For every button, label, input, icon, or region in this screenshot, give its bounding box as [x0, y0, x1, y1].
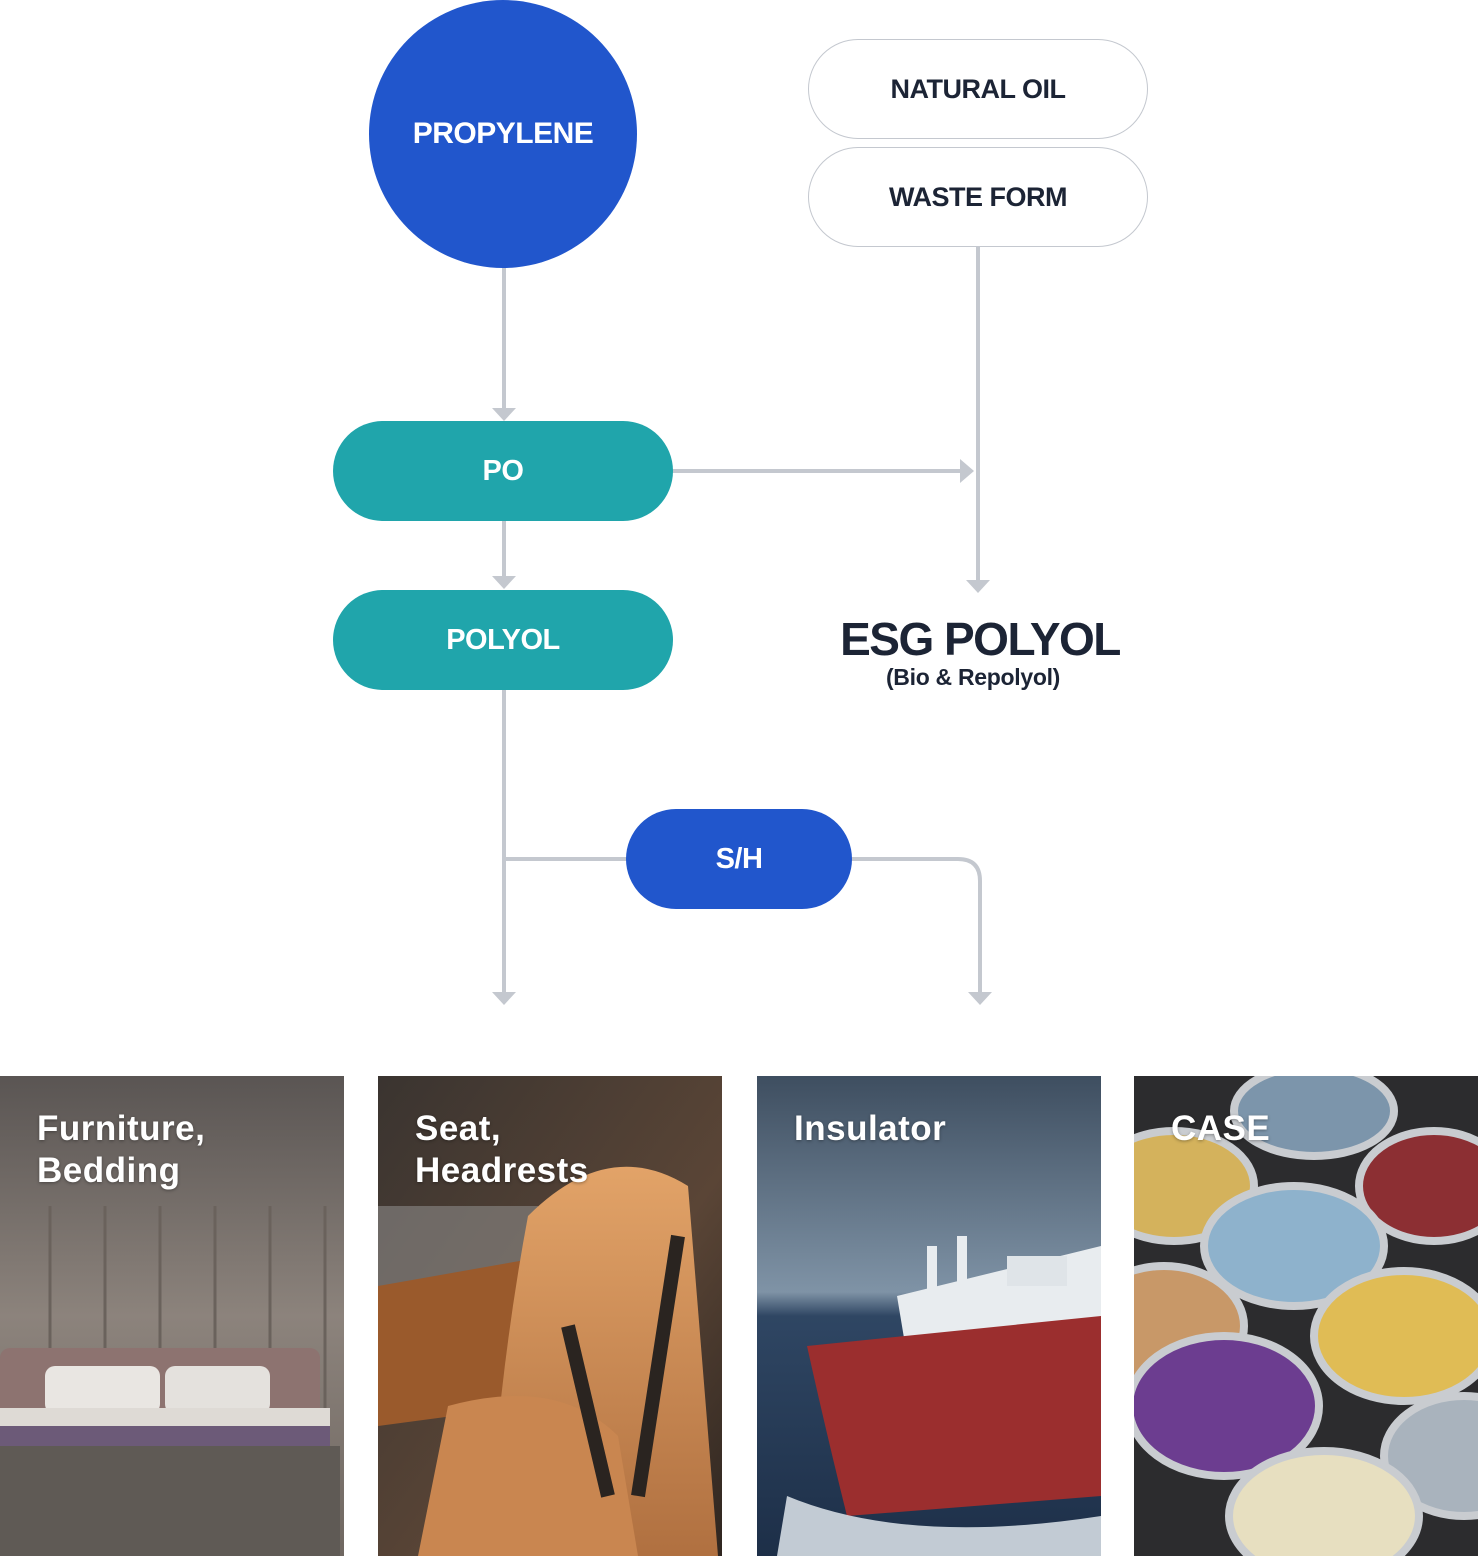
natural-oil-node: NATURAL OIL [808, 39, 1148, 139]
ship-image [757, 1076, 1101, 1556]
arrow-head-apps-left [492, 992, 516, 1005]
sh-node: S/H [626, 809, 852, 909]
card-insulator [757, 1076, 1101, 1556]
arrow-head-apps-right [968, 992, 992, 1005]
card-label-furniture-bedding: Furniture, Bedding [37, 1109, 206, 1190]
arrow-head-po [492, 408, 516, 421]
po-label: PO [482, 454, 524, 487]
polyol-label: POLYOL [446, 623, 560, 656]
waste-form-label: WASTE FORM [889, 181, 1068, 212]
card-seat-headrests [378, 1076, 722, 1556]
arrow-head-right [960, 459, 974, 483]
card-label-case: CASE [1171, 1109, 1271, 1148]
po-node: PO [333, 421, 673, 521]
flow-connectors [492, 246, 992, 1005]
card-case [1134, 1076, 1478, 1556]
esg-polyol-title: ESG POLYOL [840, 613, 1121, 665]
arrow-head-esg [966, 580, 990, 593]
polyol-node: POLYOL [333, 590, 673, 690]
waste-form-node: WASTE FORM [808, 147, 1148, 247]
bedroom-image [0, 1076, 344, 1556]
sh-label: S/H [715, 842, 763, 875]
card-label-insulator: Insulator [794, 1109, 947, 1148]
natural-oil-label: NATURAL OIL [890, 73, 1066, 104]
car-seat-image [378, 1076, 722, 1556]
paint-cans-image [1134, 1076, 1478, 1556]
esg-polyol-subtitle: (Bio & Repolyol) [885, 664, 1061, 690]
arrow-head-polyol [492, 576, 516, 589]
propylene-label: PROPYLENE [412, 117, 594, 150]
card-label-seat-headrests: Seat, Headrests [415, 1109, 589, 1190]
card-furniture-bedding [0, 1076, 344, 1556]
propylene-node: PROPYLENE [369, 0, 637, 268]
connector-sh-down [850, 857, 982, 994]
